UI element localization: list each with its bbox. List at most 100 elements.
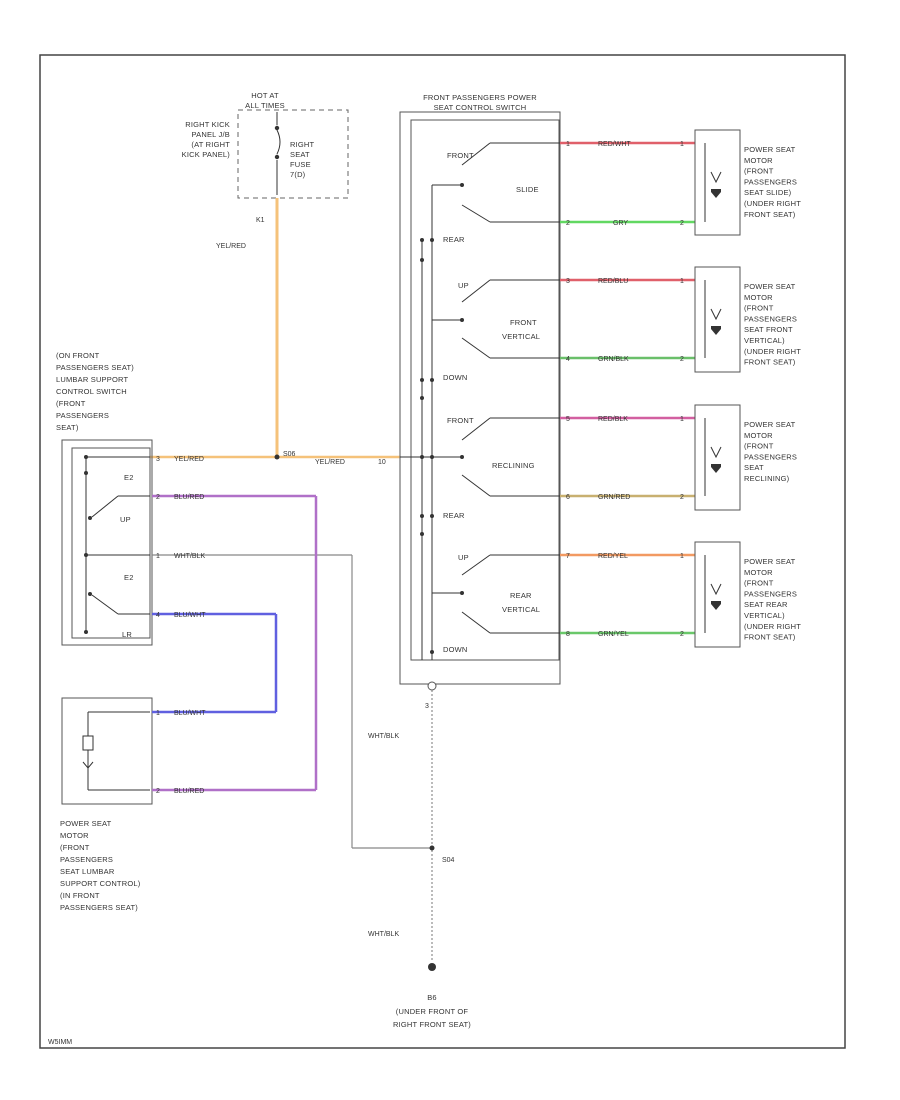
- motor-1-label-4: PASSENGERS: [744, 177, 797, 186]
- ground-wire-label-lower: WHT/BLK: [368, 931, 399, 938]
- fuse-wire-label: YEL/RED: [216, 243, 246, 250]
- lumbar-motor: 1 BLU/WHT 2 BLU/RED POWER SEAT MOTOR (FR…: [60, 697, 316, 912]
- motor-2-label-1: POWER SEAT: [744, 282, 796, 291]
- motor-rear-vertical-pin-bottom-right: 2: [680, 631, 684, 638]
- motor-front-vertical-pin-bottom-left: 4: [566, 356, 570, 363]
- control-switch-title-2: SEAT CONTROL SWITCH: [434, 103, 527, 112]
- motor-slide-pin-top-right: 1: [680, 141, 684, 148]
- lumbar-wire-pin-2: 2: [156, 494, 160, 501]
- motor-front-vertical-pin-bottom-right: 2: [680, 356, 684, 363]
- lumbar-motor-box: [61, 697, 153, 805]
- motor-2-label-8: FRONT SEAT): [744, 358, 796, 367]
- motor-rear-vertical-brush-bottom-icon: [711, 601, 721, 610]
- motor-4-label-3: (FRONT: [744, 579, 774, 588]
- motor-1-label-5: SEAT SLIDE): [744, 188, 792, 197]
- fuse-name-1: RIGHT: [290, 140, 315, 149]
- slide-name-label: SLIDE: [516, 185, 539, 194]
- rear-vertical-up-label: UP: [458, 553, 469, 562]
- lumbar-motor-label-5: SEAT LUMBAR: [60, 867, 115, 876]
- slide-switch-arm-upper: [461, 142, 491, 166]
- motor-4-label-4: PASSENGERS: [744, 589, 797, 598]
- reclining-bus-dot-3: [420, 514, 424, 518]
- splice-s04-dot: [429, 845, 435, 851]
- motor-3-label-5: SEAT: [744, 463, 764, 472]
- lumbar-label-lr: LR: [122, 630, 132, 639]
- ground-circuit: WHT/BLK S04 WHT/BLK B6 (UNDER FRONT OF R…: [368, 690, 471, 1029]
- motor-front-vertical-box: [694, 266, 741, 373]
- lumbar-motor-label-8: PASSENGERS SEAT): [60, 903, 138, 912]
- motor-4-label-7: (UNDER RIGHT: [744, 622, 801, 631]
- reclining-bus-dot-4: [430, 514, 434, 518]
- motor-3-label-2: MOTOR: [744, 431, 773, 440]
- motor-front-vertical-wire-top-label: RED/BLU: [598, 278, 628, 285]
- lumbar-motor-brush-icon: [82, 761, 94, 769]
- lumbar-switch-title-5: (FRONT: [56, 399, 86, 408]
- control-switch-title-1: FRONT PASSENGERS POWER: [423, 93, 537, 102]
- reclining-arm-upper: [461, 417, 491, 441]
- slide-bus-dot: [420, 238, 424, 242]
- fuse-location-3: (AT RIGHT: [191, 140, 230, 149]
- fuse-name-4: 7(D): [290, 170, 306, 179]
- figure-id: W5IMM: [48, 1039, 72, 1046]
- motor-slide-pin-bottom-right: 2: [680, 220, 684, 227]
- rear-vertical-down-label: DOWN: [443, 645, 468, 654]
- lumbar-wire-pin-1: 1: [156, 553, 160, 560]
- motor-reclining-wire-bottom-label: GRN/RED: [598, 494, 630, 501]
- lumbar-wire-label-blured: BLU/RED: [174, 494, 204, 501]
- motor-rear-vertical-pin-top-left: 7: [566, 553, 570, 560]
- front-vertical-bus-dot-3: [420, 396, 424, 400]
- splice-s04-label: S04: [442, 857, 455, 864]
- motor-reclining-pin-bottom-right: 2: [680, 494, 684, 501]
- lumbar-switch-title-2: PASSENGERS SEAT): [56, 363, 134, 372]
- motor-reclining-pin-top-left: 5: [566, 416, 570, 423]
- control-switch-inner-box: [410, 119, 560, 661]
- reclining-bus-dot: [420, 455, 424, 459]
- lumbar-motor-armature-icon: [82, 735, 94, 751]
- switch-input-wire-label: YEL/RED: [315, 459, 345, 466]
- motor-4-label-8: FRONT SEAT): [744, 633, 796, 642]
- lumbar-bus-dot-2: [84, 471, 88, 475]
- motor-2-label-4: PASSENGERS: [744, 314, 797, 323]
- fuse-hot-label-2: ALL TIMES: [245, 101, 285, 110]
- ground-wire-label-upper: WHT/BLK: [368, 733, 399, 740]
- lumbar-motor-pin-1: 1: [156, 710, 160, 717]
- motor-reclining-brush-top-icon: [710, 446, 722, 459]
- switch-ground-connector: [427, 681, 437, 691]
- lumbar-motor-label-3: (FRONT: [60, 843, 90, 852]
- lumbar-label-up: UP: [120, 515, 131, 524]
- reclining-name-label: RECLINING: [492, 461, 535, 470]
- ground-location-2: RIGHT FRONT SEAT): [393, 1020, 471, 1029]
- motor-1-label-2: MOTOR: [744, 156, 773, 165]
- reclining-arm-lower: [461, 474, 491, 497]
- fuse-location-1: RIGHT KICK: [185, 120, 230, 129]
- fuse-name-3: FUSE: [290, 160, 311, 169]
- rear-vertical-name-2: VERTICAL: [502, 605, 540, 614]
- motor-front-vertical-pin-top-right: 1: [680, 278, 684, 285]
- motor-rear-vertical-wire-top-label: RED/YEL: [598, 553, 628, 560]
- reclining-bus-dot-5: [420, 532, 424, 536]
- front-vertical-name-2: VERTICAL: [502, 332, 540, 341]
- lumbar-switch: (ON FRONT PASSENGERS SEAT) LUMBAR SUPPOR…: [56, 351, 352, 646]
- lumbar-motor-label-2: MOTOR: [60, 831, 89, 840]
- lumbar-motor-wire-label-2: BLU/RED: [174, 788, 204, 795]
- switch-input-pin: 10: [378, 459, 386, 466]
- lumbar-bus-dot-3: [84, 553, 88, 557]
- motor-front-vertical-wire-bottom-label: GRN/BLK: [598, 356, 629, 363]
- motor-reclining-pin-top-right: 1: [680, 416, 684, 423]
- motor-rear-vertical-pin-top-right: 1: [680, 553, 684, 560]
- lumbar-motor-label-4: PASSENGERS: [60, 855, 113, 864]
- motor-1-label-6: (UNDER RIGHT: [744, 199, 801, 208]
- motor-4-label-2: MOTOR: [744, 568, 773, 577]
- motor-slide-wire-bottom-label: GRY: [613, 220, 628, 227]
- reclining-pivot: [460, 455, 464, 459]
- control-switch-outer-box: [399, 111, 561, 685]
- fuse-location-4: KICK PANEL): [182, 150, 231, 159]
- rear-vertical-pivot: [460, 591, 464, 595]
- lumbar-pivot-upper: [88, 516, 92, 520]
- lumbar-arm-upper: [91, 495, 119, 518]
- motor-4-label-5: SEAT REAR: [744, 600, 788, 609]
- motor-3-label-3: (FRONT: [744, 442, 774, 451]
- ground-name: B6: [427, 993, 437, 1002]
- lumbar-switch-outer-box: [61, 439, 153, 646]
